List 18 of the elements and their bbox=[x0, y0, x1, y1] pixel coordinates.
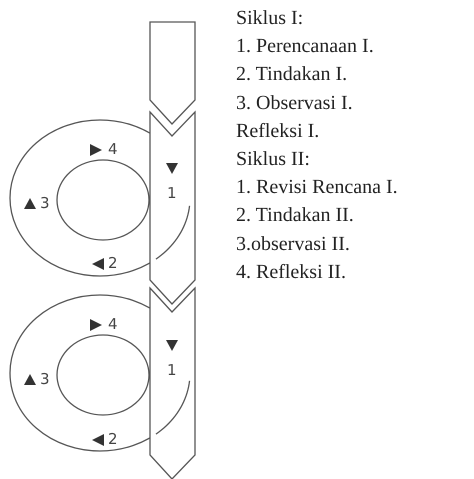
step-number: 4 bbox=[108, 142, 118, 157]
step-number: 4 bbox=[108, 317, 118, 332]
list-item: Siklus I: bbox=[236, 8, 304, 28]
list-item: 2. Tindakan I. bbox=[236, 64, 348, 84]
step-number: 3 bbox=[40, 372, 50, 387]
step-number: 1 bbox=[167, 363, 177, 378]
step-number: 3 bbox=[40, 196, 50, 211]
step-number: 1 bbox=[167, 186, 177, 201]
step-number: 2 bbox=[108, 432, 118, 447]
step-number: 2 bbox=[108, 256, 118, 271]
list-item: 2. Tindakan II. bbox=[236, 205, 354, 226]
list-item: 4. Refleksi II. bbox=[236, 262, 346, 282]
list-item: 1. Revisi Rencana I. bbox=[236, 177, 398, 198]
list-item: 3.observasi II. bbox=[236, 234, 350, 254]
list-item: 1. Perencanaan I. bbox=[236, 36, 374, 56]
list-item: Refleksi I. bbox=[236, 120, 320, 141]
list-item: 3. Observasi I. bbox=[236, 92, 353, 113]
list-item: Siklus II: bbox=[236, 149, 310, 169]
